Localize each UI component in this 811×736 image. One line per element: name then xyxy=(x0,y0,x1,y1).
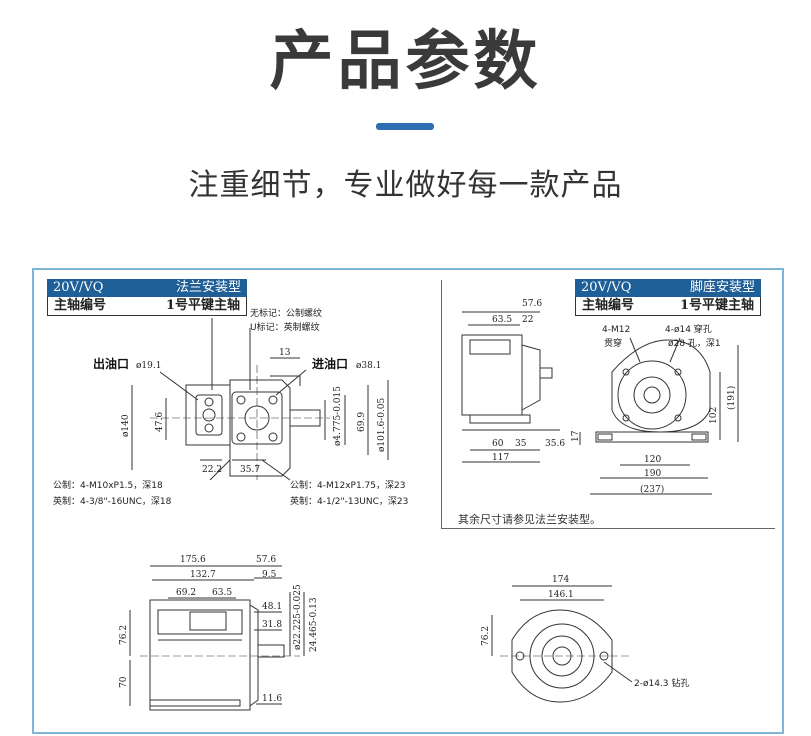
side-dim-11-6: 11.6 xyxy=(262,694,282,704)
bottom-front-view xyxy=(491,585,633,703)
foot-pump-front-view xyxy=(579,337,739,495)
dim-101-6: ø101.6-0.05 xyxy=(377,397,387,452)
side-dim-132-7: 132.7 xyxy=(190,570,216,580)
front-dim-146-1: 146.1 xyxy=(548,590,574,600)
panel-divider-vertical xyxy=(441,280,442,528)
dim-35-7: 35.7 xyxy=(240,465,260,475)
foot-dim-35: 35 xyxy=(515,439,527,449)
foot-dim-117: 117 xyxy=(492,453,509,463)
page-title: 产品参数 xyxy=(269,25,542,99)
side-dim-175-6: 175.6 xyxy=(180,555,206,565)
foot-m12: 4-M12 xyxy=(602,325,630,335)
side-dim-9-5: 9.5 xyxy=(262,570,277,580)
foot-counterbore: ø28 孔，深1 xyxy=(668,338,721,349)
foot-shaft-label: 主轴编号 xyxy=(582,298,635,313)
side-dim-69-2: 69.2 xyxy=(176,588,196,598)
inlet-label: 进油口 xyxy=(312,356,348,371)
flange-type: 法兰安装型 xyxy=(175,280,241,295)
side-dim-63-5: 63.5 xyxy=(212,588,232,598)
foot-dim-63-5: 63.5 xyxy=(492,315,512,325)
foot-dim-17: 17 xyxy=(571,430,581,442)
legend-metric: 无标记：公制螺纹 xyxy=(250,307,322,319)
outlet-size: ø19.1 xyxy=(136,361,161,371)
dim-69-9: 69.9 xyxy=(357,412,367,432)
front-dim-76-2: 76.2 xyxy=(481,626,491,646)
dim-13: 13 xyxy=(279,348,291,358)
inlet-size: ø38.1 xyxy=(356,361,381,371)
foot-dim-35-6: 35.6 xyxy=(545,439,565,449)
side-dim-22-225: ø22.225-0.025 xyxy=(293,584,303,650)
dim-4775: ø4.775-0.015 xyxy=(333,386,343,446)
foot-dim-190: 190 xyxy=(644,469,661,479)
foot-dim-102: 102 xyxy=(709,407,719,424)
foot-dim-60: 60 xyxy=(492,439,504,449)
panel-divider-horizontal xyxy=(441,528,775,529)
side-dim-57-6: 57.6 xyxy=(256,555,276,565)
side-dim-31-8: 31.8 xyxy=(262,620,282,630)
front-dim-174: 174 xyxy=(552,575,569,585)
thread-inlet-metric: 公制：4-M12xP1.75，深23 xyxy=(290,479,405,491)
foot-type: 脚座安装型 xyxy=(689,280,755,295)
flange-model: 20V/VQ xyxy=(53,280,104,295)
flange-shaft-value: 1号平键主轴 xyxy=(165,298,240,313)
dim-140: ø140 xyxy=(121,414,131,437)
foot-dim-22: 22 xyxy=(522,315,533,325)
foot-dim-120: 120 xyxy=(644,455,661,465)
foot-model: 20V/VQ xyxy=(581,280,632,295)
foot-holes: 4-ø14 穿孔 xyxy=(665,323,712,335)
front-holes: 2-ø14.3 钻孔 xyxy=(634,677,689,689)
foot-pump-side-view xyxy=(461,311,560,463)
side-dim-24-465: 24.465-0.13 xyxy=(309,597,319,652)
foot-note: 其余尺寸请参见法兰安装型。 xyxy=(458,513,601,526)
legend-inch: U标记：英制螺纹 xyxy=(250,321,320,333)
page-subtitle: 注重细节，专业做好每一款产品 xyxy=(188,168,623,203)
bottom-side-view xyxy=(129,565,305,711)
outlet-label: 出油口 xyxy=(93,356,129,371)
title-accent-bar xyxy=(376,123,434,130)
side-dim-48-1: 48.1 xyxy=(262,602,282,612)
side-dim-70: 70 xyxy=(119,676,129,688)
foot-through: 贯穿 xyxy=(604,337,622,349)
thread-outlet-inch: 英制：4-3/8"-16UNC，深18 xyxy=(53,495,172,507)
dim-47-6: 47.6 xyxy=(155,412,165,432)
foot-dim-191: (191) xyxy=(726,386,737,410)
foot-model-tag: 20V/VQ 脚座安装型 主轴编号 1号平键主轴 xyxy=(575,279,761,316)
flange-model-tag: 20V/VQ 法兰安装型 主轴编号 1号平键主轴 xyxy=(47,279,247,316)
flange-pump-front-view xyxy=(131,318,389,481)
foot-shaft-value: 1号平键主轴 xyxy=(679,298,754,313)
flange-shaft-label: 主轴编号 xyxy=(54,298,107,313)
dim-22-2: 22.2 xyxy=(202,465,222,475)
side-dim-76-2: 76.2 xyxy=(119,625,129,645)
thread-outlet-metric: 公制：4-M10xP1.5，深18 xyxy=(53,479,163,491)
thread-inlet-inch: 英制：4-1/2"-13UNC，深23 xyxy=(290,495,408,507)
foot-dim-237: (237) xyxy=(640,484,664,495)
foot-dim-57-6: 57.6 xyxy=(522,299,542,309)
